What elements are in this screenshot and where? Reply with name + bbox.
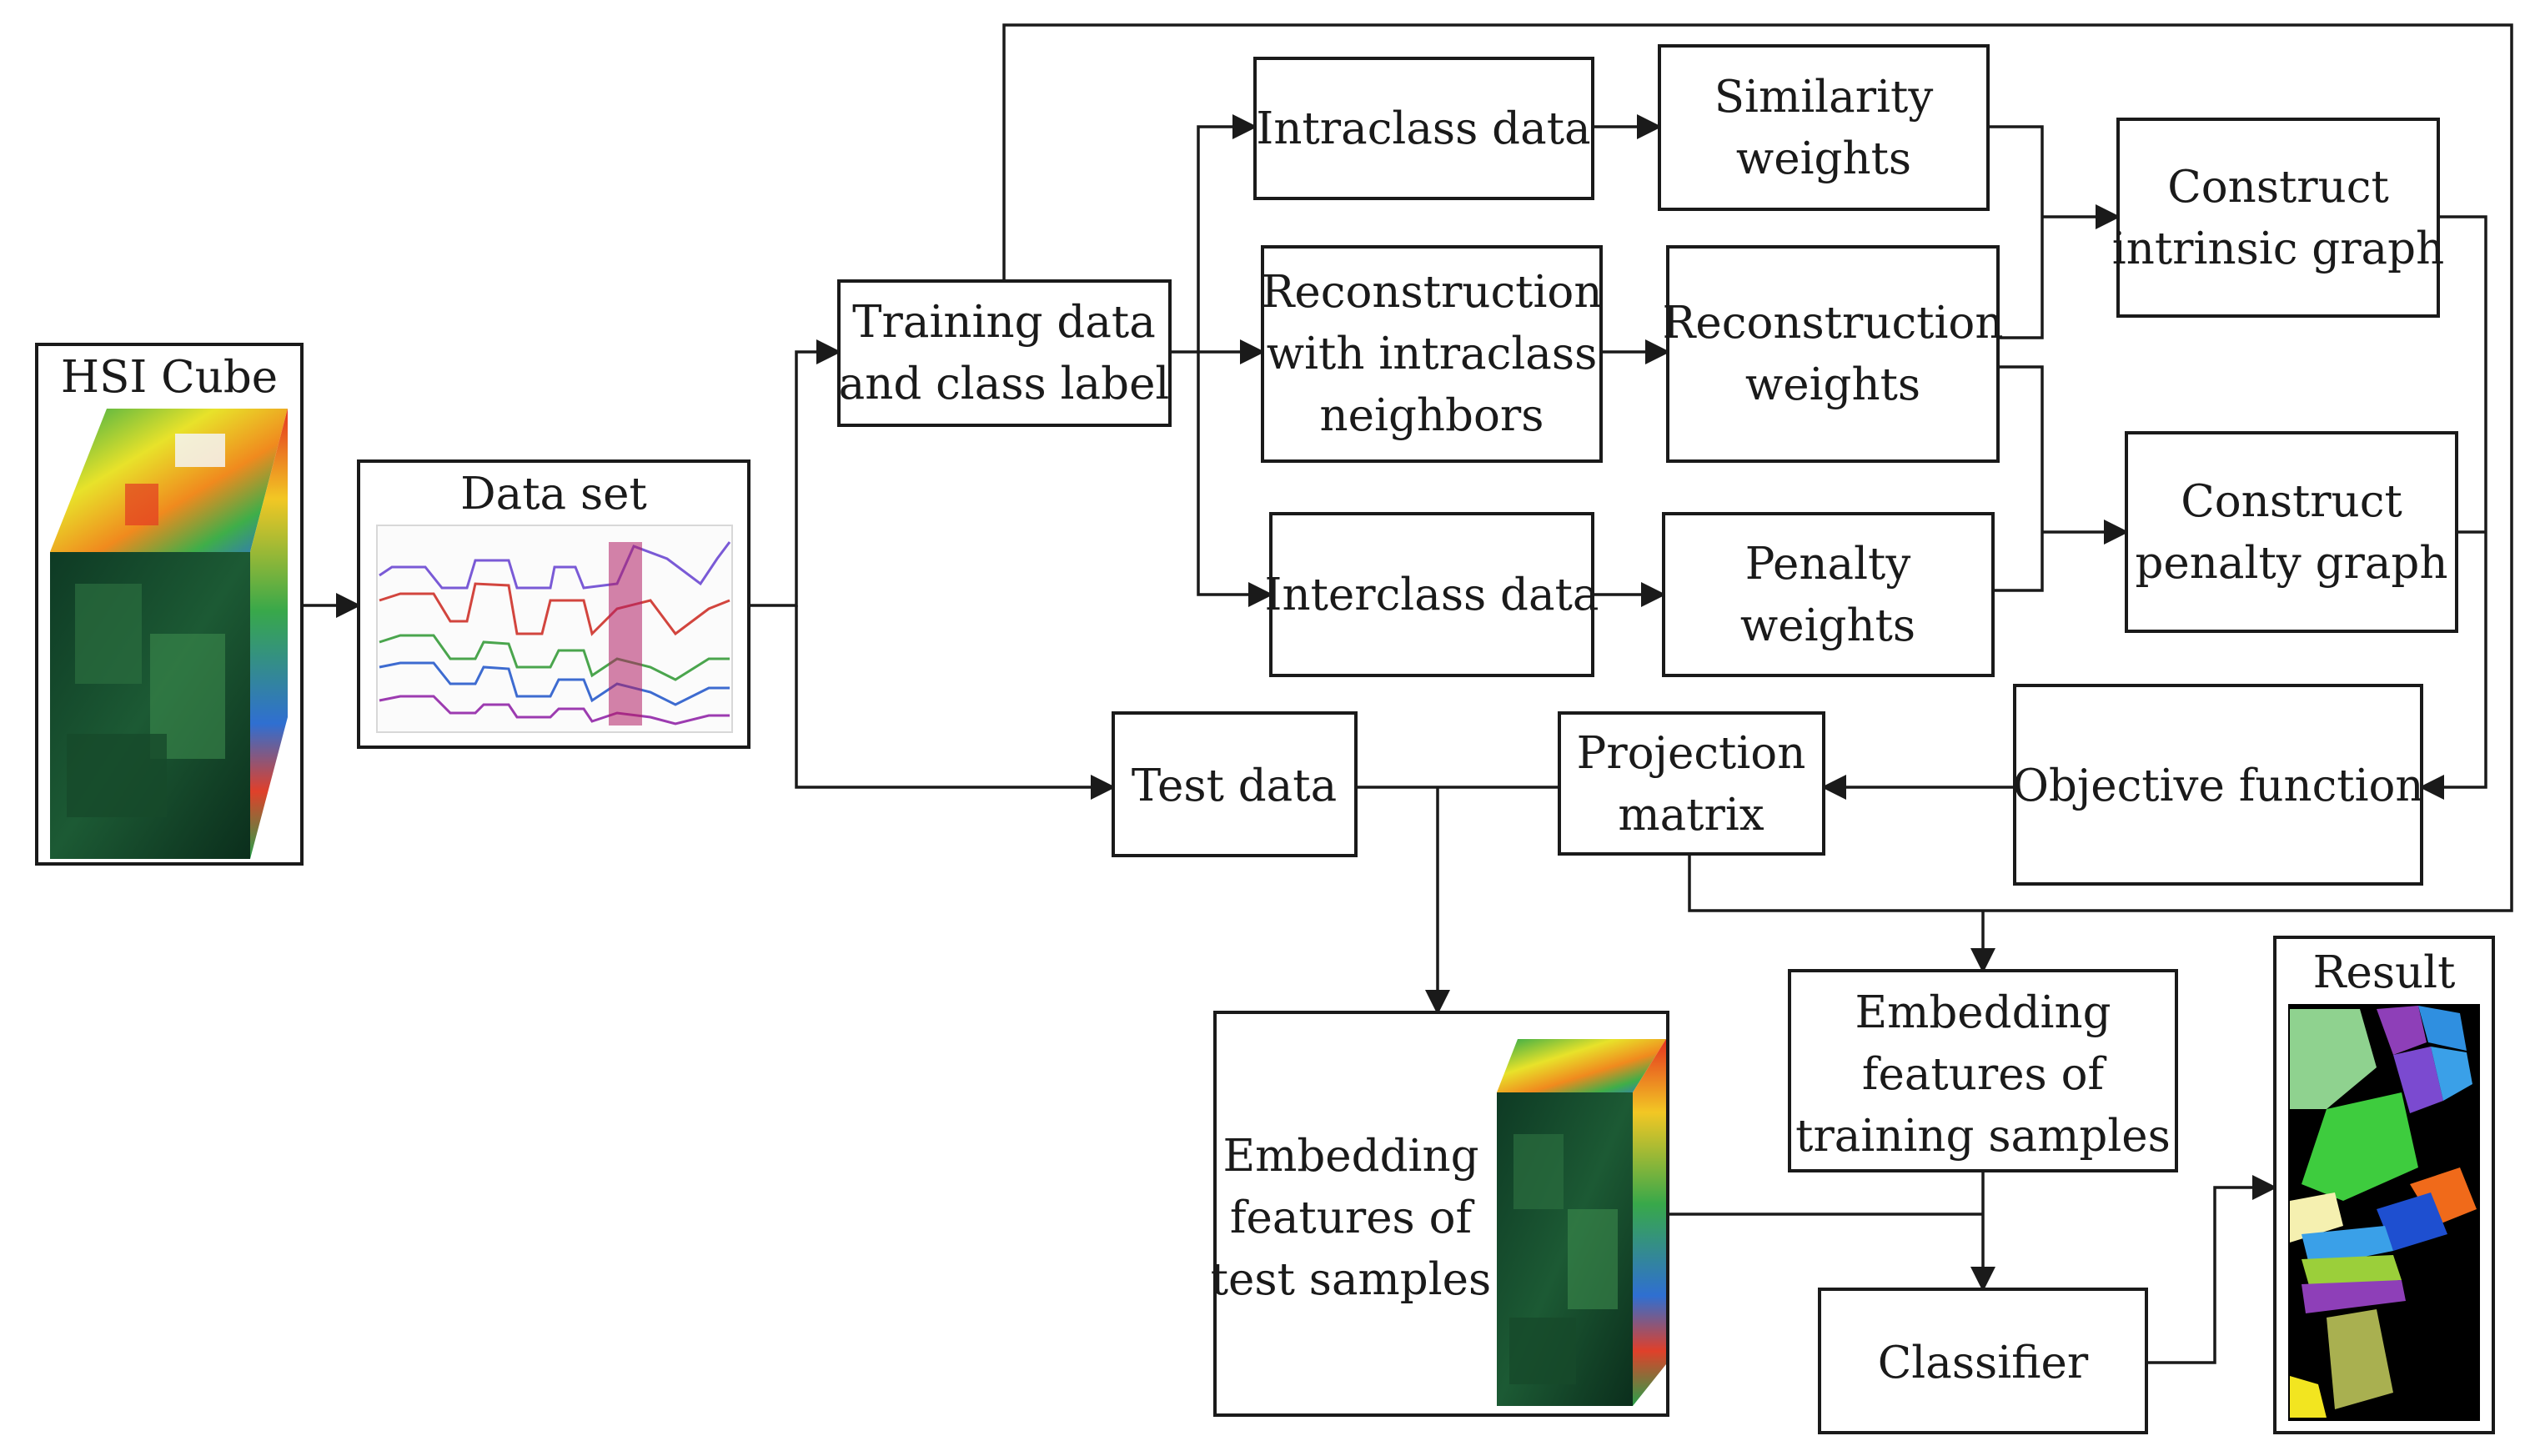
label-line: Reconstruction xyxy=(1663,298,2004,349)
label-line: Test data xyxy=(1132,761,1337,811)
wire-similarity-to-intrinsic xyxy=(1988,125,2044,339)
connectors xyxy=(302,23,2513,1364)
objective-function-label: Objective function xyxy=(2012,761,2423,811)
label-line: Training data xyxy=(852,297,1156,348)
interclass-data-label: Interclass data xyxy=(1265,570,1599,620)
embedding-test-image xyxy=(1497,1039,1666,1406)
label-line: Interclass data xyxy=(1265,570,1599,620)
hsi-cube-title: HSI Cube xyxy=(61,352,278,403)
label-line: Classifier xyxy=(1878,1338,2089,1388)
projection-matrix-box: Projection matrix xyxy=(1558,711,1825,856)
intraclass-data-label: Intraclass data xyxy=(1256,103,1590,154)
similarity-weights-box: Similarity weights xyxy=(1658,44,1990,211)
wire-dataset-split xyxy=(749,339,841,607)
label-line: weights xyxy=(1740,600,1915,651)
training-data-label: Training data and class label xyxy=(839,297,1170,409)
penalty-weights-label: Penalty weights xyxy=(1740,539,1915,651)
label-line: Similarity xyxy=(1714,72,1934,123)
embedding-training-box: Embedding features of training samples xyxy=(1788,969,2178,1172)
classifier-box: Classifier xyxy=(1818,1288,2148,1434)
interclass-data-box: Interclass data xyxy=(1265,512,1599,677)
reconstruction-intraclass-box: Reconstruction with intraclass neighbors xyxy=(1261,245,1603,463)
test-data-box: Test data xyxy=(1112,711,1358,857)
penalty-weights-box: Penalty weights xyxy=(1662,512,1995,677)
wire-training-feedback xyxy=(1002,23,2513,912)
classification-map-image xyxy=(2288,1004,2480,1421)
label-line: Projection xyxy=(1577,728,1806,779)
label-line: intrinsic graph xyxy=(2112,223,2444,274)
hsi-cube-image xyxy=(50,409,288,859)
reconstruction-weights-label: Reconstruction weights xyxy=(1663,298,2004,410)
arrow-dataset-to-test xyxy=(795,605,1116,800)
spectral-curves-image xyxy=(376,525,733,733)
label-line: and class label xyxy=(839,359,1170,409)
construct-intrinsic-graph-box: Construct intrinsic graph xyxy=(2112,118,2444,318)
arrow-training-to-intraclass xyxy=(1197,114,1257,352)
label-line: training samples xyxy=(1795,1111,2171,1162)
label-line: Construct xyxy=(2167,162,2389,213)
construct-intrinsic-graph-label: Construct intrinsic graph xyxy=(2112,162,2444,274)
data-set-title: Data set xyxy=(460,469,647,520)
intraclass-data-box: Intraclass data xyxy=(1253,57,1594,200)
embedding-test-label: Embedding features of test samples xyxy=(1211,1131,1492,1305)
reconstruction-intraclass-label: Reconstruction with intraclass neighbors xyxy=(1262,267,1603,441)
label-line: Intraclass data xyxy=(1256,103,1590,154)
label-line: Embedding xyxy=(1222,1131,1478,1182)
label-line: Penalty xyxy=(1745,539,1911,590)
test-data-label: Test data xyxy=(1132,761,1337,811)
arrow-classifier-to-result xyxy=(2146,1175,2277,1364)
classifier-label: Classifier xyxy=(1878,1338,2089,1388)
label-line: weights xyxy=(1745,359,1920,410)
label-line: Reconstruction xyxy=(1262,267,1603,318)
objective-function-box: Objective function xyxy=(2012,684,2424,886)
label-line: matrix xyxy=(1618,790,1764,841)
result-box: Result xyxy=(2273,936,2495,1434)
label-line: Embedding xyxy=(1855,987,2111,1038)
label-line: Objective function xyxy=(2012,761,2423,811)
projection-matrix-label: Projection matrix xyxy=(1577,728,1806,841)
label-line: penalty graph xyxy=(2136,538,2448,589)
result-title: Result xyxy=(2313,947,2456,998)
similarity-weights-label: Similarity weights xyxy=(1714,72,1934,184)
arrow-training-to-interclass xyxy=(1197,352,1273,607)
data-set-box: Data set xyxy=(357,459,750,749)
construct-penalty-graph-box: Construct penalty graph xyxy=(2125,431,2458,633)
label-line: neighbors xyxy=(1320,390,1544,441)
label-line: weights xyxy=(1736,133,1911,184)
training-data-box: Training data and class label xyxy=(837,279,1172,427)
label-line: features of xyxy=(1862,1049,2107,1100)
hsi-cube-box: HSI Cube xyxy=(35,343,304,866)
label-line: test samples xyxy=(1211,1254,1492,1305)
embedding-test-box: Embedding features of test samples xyxy=(1211,1011,1669,1417)
construct-penalty-graph-label: Construct penalty graph xyxy=(2136,476,2448,589)
embedding-training-label: Embedding features of training samples xyxy=(1795,987,2171,1162)
wire-intrinsic-to-objective xyxy=(2419,215,2487,800)
wire-reconweights-to-penalty xyxy=(1993,365,2044,592)
label-line: features of xyxy=(1230,1192,1475,1243)
label-line: Construct xyxy=(2181,476,2402,527)
label-line: with intraclass xyxy=(1267,329,1598,379)
reconstruction-weights-box: Reconstruction weights xyxy=(1663,245,2004,463)
